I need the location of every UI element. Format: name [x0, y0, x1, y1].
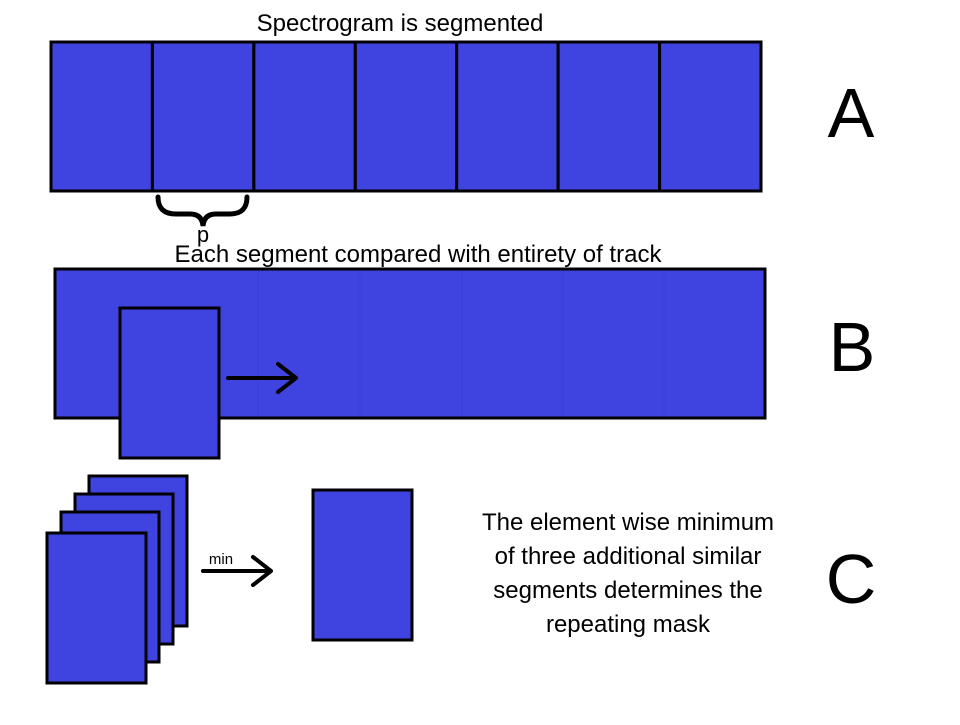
panel-c: min The element wise minimum of three ad…: [45, 474, 877, 685]
stacked-segment: [45, 531, 148, 685]
faint-segment-dividers: [257, 271, 665, 416]
panel-a: Spectrogram is segmented p A: [49, 10, 875, 247]
min-arrow-icon: [201, 555, 273, 587]
min-arrow-label: min: [209, 551, 233, 568]
segment-width-label: p: [197, 222, 209, 247]
panel-c-label: C: [826, 540, 877, 618]
curly-brace-icon: [155, 194, 250, 227]
sliding-segment: [118, 306, 221, 460]
spectrogram-segment: [556, 40, 661, 193]
panel-b: Each segment compared with entirety of t…: [53, 241, 876, 460]
spectrogram-segment: [353, 40, 459, 193]
right-arrow-icon: [226, 362, 298, 394]
repeating-mask-segment: [311, 488, 414, 642]
spectrogram-segment: [658, 40, 763, 193]
panel-b-label: B: [829, 308, 876, 386]
panel-a-label: A: [828, 74, 875, 152]
description-line: segments determines the: [493, 577, 762, 604]
spectrogram-segment: [455, 40, 560, 193]
description-line: The element wise minimum: [482, 509, 774, 536]
spectrogram-segment: [150, 40, 256, 193]
panel-c-description: The element wise minimum of three additi…: [482, 509, 774, 638]
description-line: repeating mask: [546, 611, 711, 638]
segment-row: [49, 40, 763, 193]
panel-a-caption: Spectrogram is segmented: [257, 10, 544, 37]
description-line: of three additional similar: [495, 543, 762, 570]
spectrogram-segment: [252, 40, 357, 193]
panel-b-caption: Each segment compared with entirety of t…: [175, 241, 663, 268]
stacked-similar-segments: [45, 474, 189, 685]
spectrogram-segment: [49, 40, 154, 193]
